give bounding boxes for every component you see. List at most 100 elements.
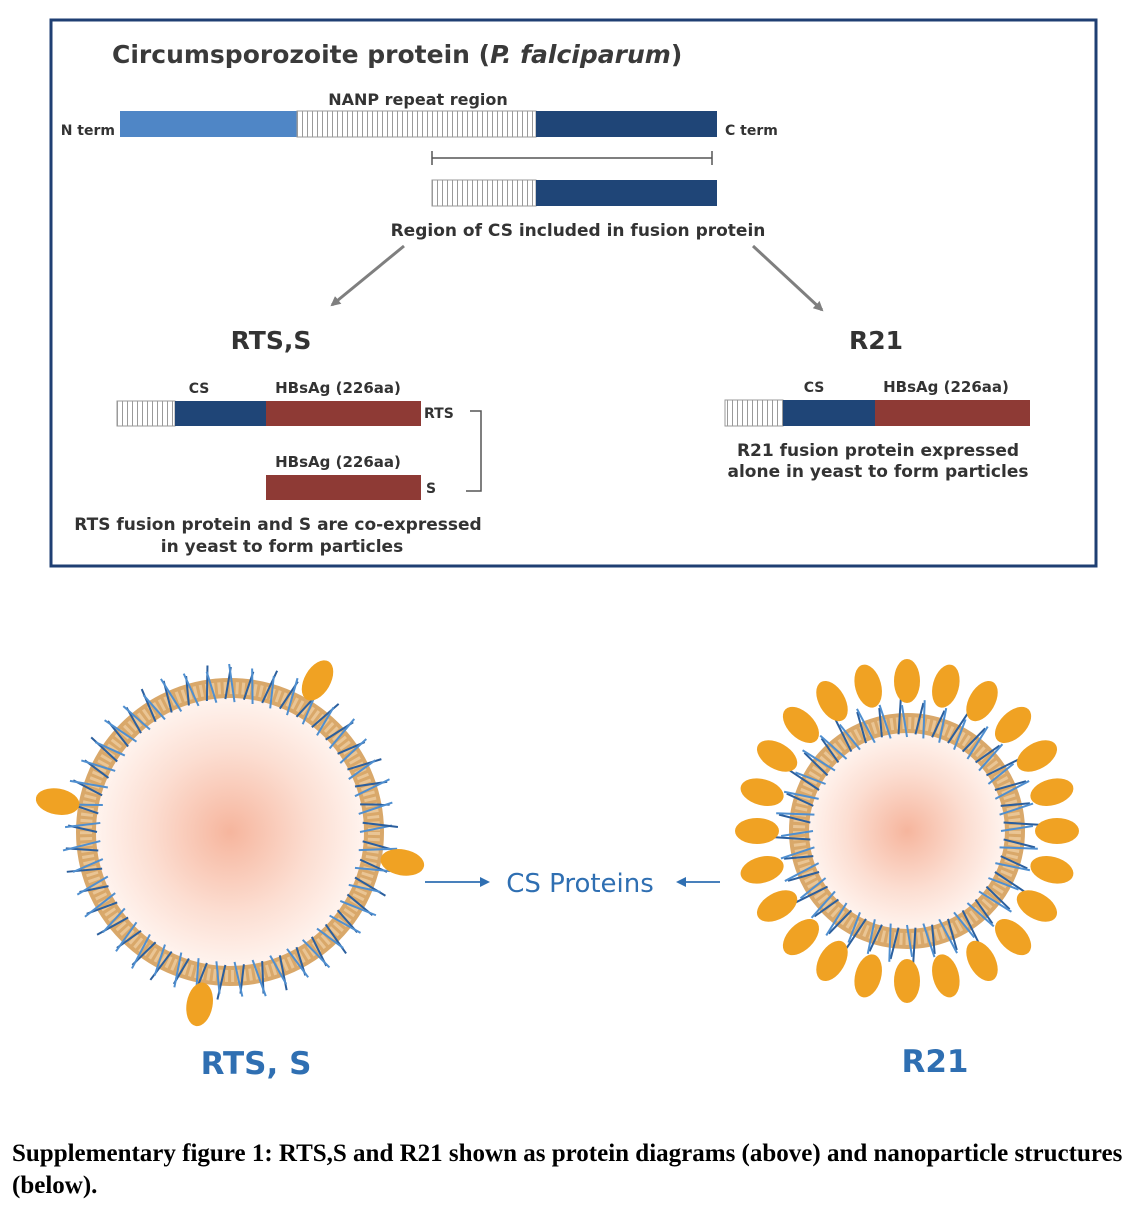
hbsag-spike — [931, 710, 946, 738]
hbsag-spike — [787, 871, 820, 882]
region-label: Region of CS included in fusion protein — [391, 221, 766, 241]
r21-particle-label: R21 — [901, 1044, 968, 1080]
c-term-label: C term — [725, 123, 778, 139]
cs-protein — [1035, 818, 1079, 844]
hbsag-spike — [783, 790, 819, 800]
rtss-hbsag-label: HBsAg (226aa) — [275, 379, 401, 397]
cs-protein — [894, 959, 920, 1003]
arrow-to-rtss — [330, 244, 405, 307]
rtss-cs-proteins — [35, 660, 425, 1027]
hbsag-spike — [358, 801, 393, 815]
cs-protein — [854, 954, 882, 998]
co-expression-bracket — [466, 410, 482, 492]
hbsag-spike — [94, 741, 126, 757]
hbsag-spike — [339, 899, 377, 917]
hbsag-spike — [897, 699, 902, 735]
r21-hbsag-spikes — [775, 699, 1039, 963]
hbsag-spike — [160, 678, 183, 712]
r21-note-line1: R21 fusion protein expressed — [737, 441, 1019, 461]
hbsag-spike — [286, 948, 310, 978]
cs-n-terminal-segment — [120, 111, 297, 137]
arrow-to-r21 — [751, 244, 824, 312]
hbsag-spike — [810, 890, 836, 919]
cs-protein — [186, 982, 213, 1027]
hbsag-spike — [795, 771, 826, 785]
hbsag-spike — [131, 933, 151, 969]
hbsag-spike — [953, 719, 967, 750]
hbsag-spike — [269, 955, 288, 985]
s-tag: S — [426, 481, 436, 497]
hbsag-spike — [339, 738, 367, 764]
hbsag-spike — [786, 792, 814, 807]
hbsag-spike — [348, 883, 381, 893]
cs-protein — [756, 740, 798, 772]
hbsag-spike — [90, 736, 118, 763]
hbsag-spike — [799, 877, 827, 900]
hbsag-spike — [961, 910, 980, 943]
hbsag-spike — [358, 847, 398, 852]
rtss-nanoparticle — [35, 660, 425, 1027]
hbsag-spike — [795, 885, 828, 904]
hbsag-spike — [84, 892, 116, 918]
nanp-repeat-segment — [296, 110, 537, 138]
cs-protein — [35, 788, 80, 815]
hbsag-spike — [878, 707, 883, 738]
hbsag-spike — [931, 924, 936, 955]
hbsag-spike — [1000, 855, 1028, 870]
hbsag-spike — [778, 813, 811, 824]
cs-protein — [1030, 778, 1074, 806]
hbsag-spike — [261, 670, 279, 704]
hbsag-spike — [269, 675, 275, 709]
cs-protein — [854, 664, 882, 708]
hbsag-spike — [251, 959, 267, 997]
hbsag-spike — [994, 780, 1027, 791]
hbsag-spike — [1003, 838, 1036, 849]
r21-heading: R21 — [849, 326, 903, 355]
s-hbsag-segment — [266, 475, 421, 500]
r21-hbsag-label: HBsAg (226aa) — [883, 378, 1009, 396]
figure-caption: Supplementary figure 1: RTS,S and R21 sh… — [12, 1140, 1123, 1199]
hbsag-spike — [834, 719, 853, 752]
hbsag-spike — [96, 916, 129, 936]
hbsag-spike — [988, 877, 1019, 891]
r21-cs-segment — [783, 400, 875, 426]
hbsag-spike — [938, 918, 958, 954]
hbsag-spike — [803, 752, 829, 777]
hbsag-spike — [966, 726, 989, 760]
hbsag-spike — [974, 899, 994, 925]
hbsag-spike — [866, 919, 876, 955]
hbsag-spike — [301, 939, 331, 969]
hbsag-spike — [354, 876, 386, 897]
hbsag-spike — [987, 762, 1015, 785]
hbsag-spike — [66, 867, 103, 873]
hbsag-spike — [776, 812, 815, 816]
hbsag-spike — [102, 907, 126, 934]
cs-protein — [782, 706, 820, 744]
cs-protein — [816, 680, 848, 722]
hbsag-spike — [966, 902, 995, 928]
hbsag-spike — [216, 964, 227, 1000]
hbsag-spike — [845, 918, 867, 949]
hbsag-spike — [62, 840, 101, 852]
hbsag-spike — [999, 802, 1034, 816]
hbsag-spike — [953, 911, 976, 939]
hbsag-spike — [173, 952, 183, 988]
hbsag-spike — [912, 927, 917, 963]
cs-protein — [894, 659, 920, 703]
hbsag-spike — [922, 700, 926, 739]
hbsag-spike — [228, 663, 236, 703]
hbsag-spike — [182, 673, 200, 707]
region-repeat-segment — [431, 179, 537, 207]
hbsag-spike — [828, 909, 853, 935]
rtss-repeat-segment — [116, 400, 176, 427]
hbsag-spike — [205, 665, 209, 702]
hbsag-spike — [149, 950, 173, 981]
hbsag-spike — [784, 862, 820, 882]
hbsag-spike — [994, 780, 1030, 800]
hbsag-spike — [994, 871, 1025, 893]
cs-protein — [782, 918, 820, 956]
hbsag-spike — [922, 923, 936, 958]
hbsag-spike — [888, 923, 892, 962]
rtss-particle-label: RTS, S — [201, 1046, 312, 1082]
